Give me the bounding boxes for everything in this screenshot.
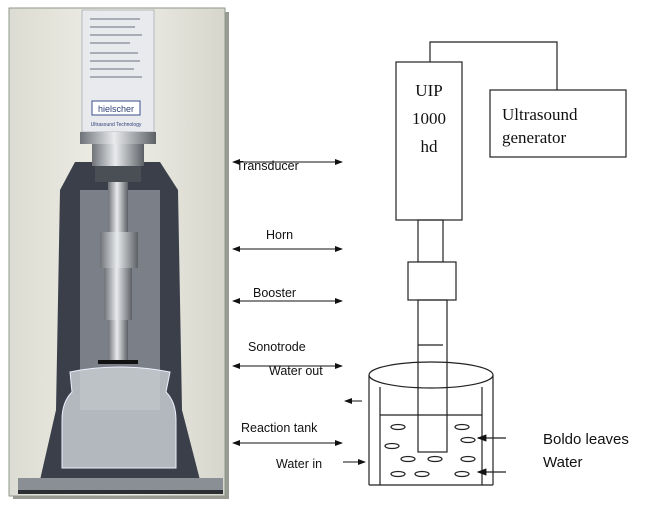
schematic [368, 41, 627, 486]
label-water: Water [543, 454, 582, 471]
device-line-1: UIP [415, 81, 442, 100]
device-photo: hielscher Ultrasound Technology [8, 7, 229, 499]
horn-shaft [417, 219, 444, 263]
label-horn: Horn [266, 228, 293, 242]
component-labels: Transducer Horn Booster Sonotrode Water … [232, 159, 366, 471]
cable [429, 41, 558, 90]
tank-lid [368, 361, 494, 389]
photo-brand-sub: Ultrasound Technology [91, 122, 142, 128]
label-sonotrode: Sonotrode [248, 340, 306, 354]
boldo-leaf-markers [384, 423, 476, 478]
sonotrode-probe [417, 299, 448, 453]
booster-box [407, 261, 457, 301]
device-line-2: 1000 [412, 109, 446, 128]
label-water-in: Water in [276, 457, 322, 471]
label-transducer: Transducer [236, 159, 299, 173]
label-boldo-leaves: Boldo leaves [543, 431, 629, 448]
device-line-3: hd [421, 137, 439, 156]
label-booster: Booster [253, 286, 296, 300]
generator-line-1: Ultrasound [502, 105, 578, 124]
label-water-out: Water out [269, 364, 323, 378]
generator-box [489, 89, 627, 158]
photo-brand-logo: hielscher [98, 104, 134, 114]
label-reaction-tank: Reaction tank [241, 421, 318, 435]
transducer-box [395, 61, 463, 221]
generator-line-2: generator [502, 128, 567, 147]
